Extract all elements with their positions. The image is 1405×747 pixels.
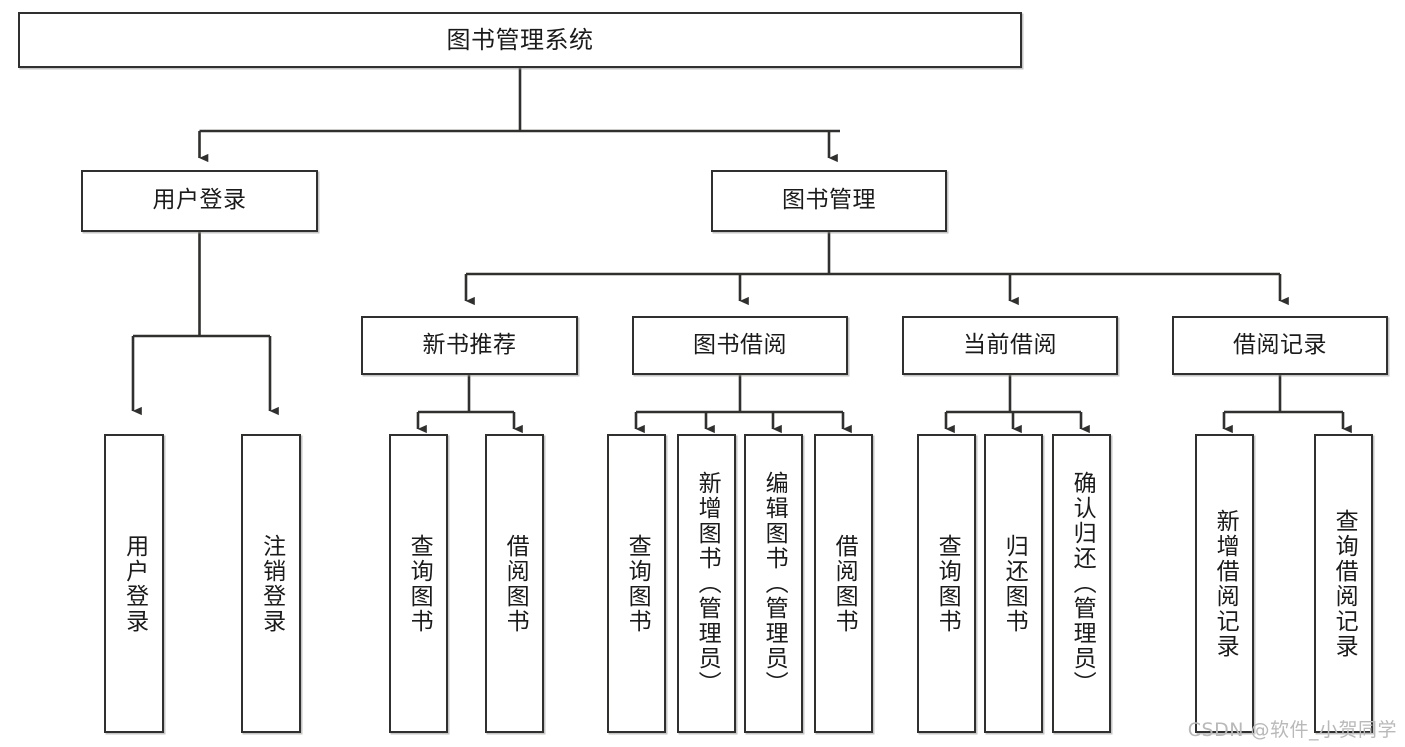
node-label: 确认归还（管理员） (1069, 471, 1096, 696)
leaf-user-login-login[interactable]: 用户登录 (104, 434, 164, 733)
node-label: 当前借阅 (963, 331, 1057, 358)
leaf-user-login-logout[interactable]: 注销登录 (241, 434, 301, 733)
node-label: 查询图书 (624, 533, 651, 634)
leaf-new-book-borrow-book[interactable]: 借阅图书 (485, 434, 544, 733)
node-label: 新书推荐 (422, 331, 517, 358)
node-current-borrow[interactable]: 当前借阅 (902, 316, 1118, 375)
node-borrow-record[interactable]: 借阅记录 (1172, 316, 1388, 375)
node-root-book-management-system[interactable]: 图书管理系统 (18, 12, 1022, 68)
node-label: 编辑图书（管理员） (761, 471, 788, 696)
node-label: 注销登录 (258, 533, 285, 634)
node-label: 查询图书 (934, 533, 961, 634)
node-label: 图书管理系统 (446, 25, 594, 54)
node-book-management[interactable]: 图书管理 (711, 170, 947, 232)
leaf-borrow-record-query-record[interactable]: 查询借阅记录 (1314, 434, 1373, 733)
node-label: 新增图书（管理员） (694, 471, 721, 696)
node-label: 用户登录 (121, 533, 148, 634)
leaf-book-borrow-add-book-admin[interactable]: 新增图书（管理员） (677, 434, 736, 733)
node-label: 图书管理 (782, 187, 876, 214)
node-label: 借阅图书 (831, 533, 858, 634)
leaf-borrow-record-add-record[interactable]: 新增借阅记录 (1195, 434, 1254, 733)
node-new-book-recommend[interactable]: 新书推荐 (361, 316, 578, 375)
leaf-current-borrow-query-book[interactable]: 查询图书 (917, 434, 976, 733)
leaf-current-borrow-confirm-return-admin[interactable]: 确认归还（管理员） (1052, 434, 1111, 733)
node-label: 图书借阅 (693, 331, 787, 358)
node-book-borrow[interactable]: 图书借阅 (632, 316, 848, 375)
node-label: 借阅记录 (1233, 331, 1327, 358)
leaf-new-book-query-book[interactable]: 查询图书 (389, 434, 448, 733)
node-user-login[interactable]: 用户登录 (81, 170, 318, 232)
node-label: 新增借阅记录 (1212, 508, 1239, 659)
node-label: 查询图书 (406, 533, 433, 634)
leaf-current-borrow-return-book[interactable]: 归还图书 (984, 434, 1043, 733)
node-label: 查询借阅记录 (1331, 508, 1358, 659)
node-label: 借阅图书 (502, 533, 529, 634)
leaf-book-borrow-borrow-book[interactable]: 借阅图书 (814, 434, 873, 733)
node-label: 用户登录 (152, 187, 247, 214)
leaf-book-borrow-edit-book-admin[interactable]: 编辑图书（管理员） (744, 434, 803, 733)
leaf-book-borrow-query-book[interactable]: 查询图书 (607, 434, 666, 733)
node-label: 归还图书 (1001, 533, 1028, 634)
